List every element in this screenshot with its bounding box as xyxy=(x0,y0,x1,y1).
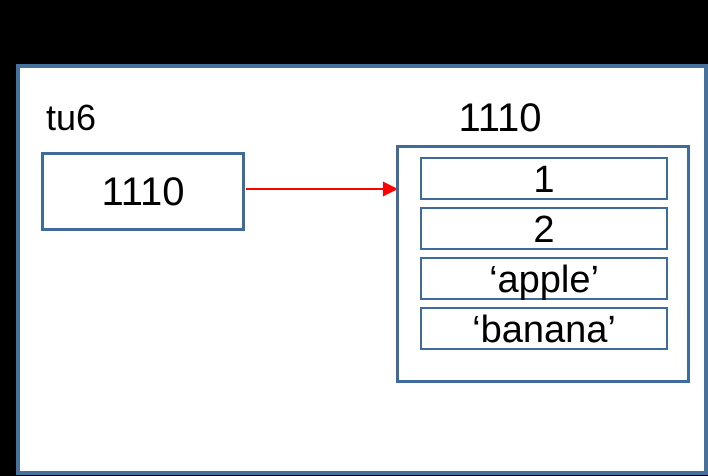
tuple-cell: ‘banana’ xyxy=(420,307,668,350)
slide-canvas: tu6 1110 1110 1 2 ‘apple’ ‘banana’ xyxy=(16,64,708,475)
object-address-label: 1110 xyxy=(458,96,542,140)
tuple-cell-value: 2 xyxy=(533,208,555,251)
variable-box: 1110 xyxy=(41,152,245,231)
tuple-cell-value: ‘banana’ xyxy=(472,308,616,351)
tuple-cell-list: 1 2 ‘apple’ ‘banana’ xyxy=(420,157,668,350)
tuple-cell: 1 xyxy=(420,157,668,200)
object-box: 1 2 ‘apple’ ‘banana’ xyxy=(396,145,690,383)
tuple-cell-value: ‘apple’ xyxy=(489,258,599,301)
tuple-cell: 2 xyxy=(420,207,668,250)
variable-name-label: tu6 xyxy=(46,97,97,138)
variable-value: 1110 xyxy=(101,169,185,214)
tuple-cell: ‘apple’ xyxy=(420,257,668,300)
tuple-cell-value: 1 xyxy=(533,158,555,201)
right-arrow-icon xyxy=(246,181,398,197)
